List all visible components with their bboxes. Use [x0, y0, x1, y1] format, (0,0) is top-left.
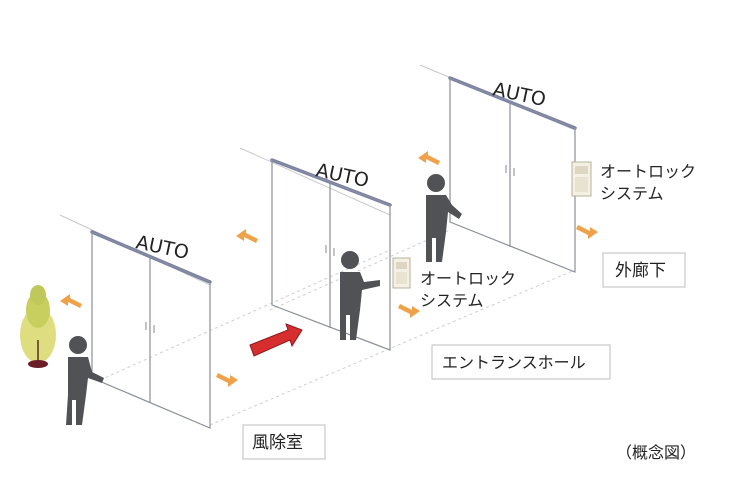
caption: （概念図） — [616, 443, 696, 462]
person-1 — [66, 336, 104, 425]
person-2 — [340, 251, 380, 340]
door-2: AUTO — [270, 158, 392, 351]
door-3: AUTO — [448, 76, 577, 273]
entrance-hall-label: エントランスホール — [442, 353, 586, 372]
label-outer-corridor: 外廊下 — [602, 252, 686, 288]
autolock-panel-1 — [392, 257, 411, 289]
floor-lines — [59, 64, 576, 426]
arrow-left-3 — [418, 151, 440, 165]
door-1-label: AUTO — [134, 231, 191, 264]
windbreak-room-label: 風除室 — [252, 433, 303, 453]
entry-arrow-icon — [249, 323, 303, 357]
arrow-right-2 — [398, 304, 420, 318]
arrow-left-2 — [236, 229, 258, 243]
autolock-1-line2: システム — [420, 291, 484, 310]
arrow-right-1 — [216, 373, 238, 387]
autolock-2-line1: オートロック — [600, 162, 696, 181]
outer-corridor-label: 外廊下 — [615, 261, 666, 281]
autolock-2-line2: システム — [600, 184, 664, 203]
door-1: AUTO — [90, 230, 212, 429]
label-entrance-hall: エントランスホール — [431, 344, 611, 380]
orange-arrows — [60, 151, 598, 387]
autolock-1-line1: オートロック — [420, 269, 516, 288]
arrow-left-1 — [60, 294, 82, 308]
arrow-right-3 — [576, 225, 598, 239]
person-3 — [426, 174, 462, 262]
label-windbreak-room: 風除室 — [242, 424, 326, 460]
autolock-panel-2 — [571, 161, 592, 197]
plant-icon — [20, 285, 56, 368]
